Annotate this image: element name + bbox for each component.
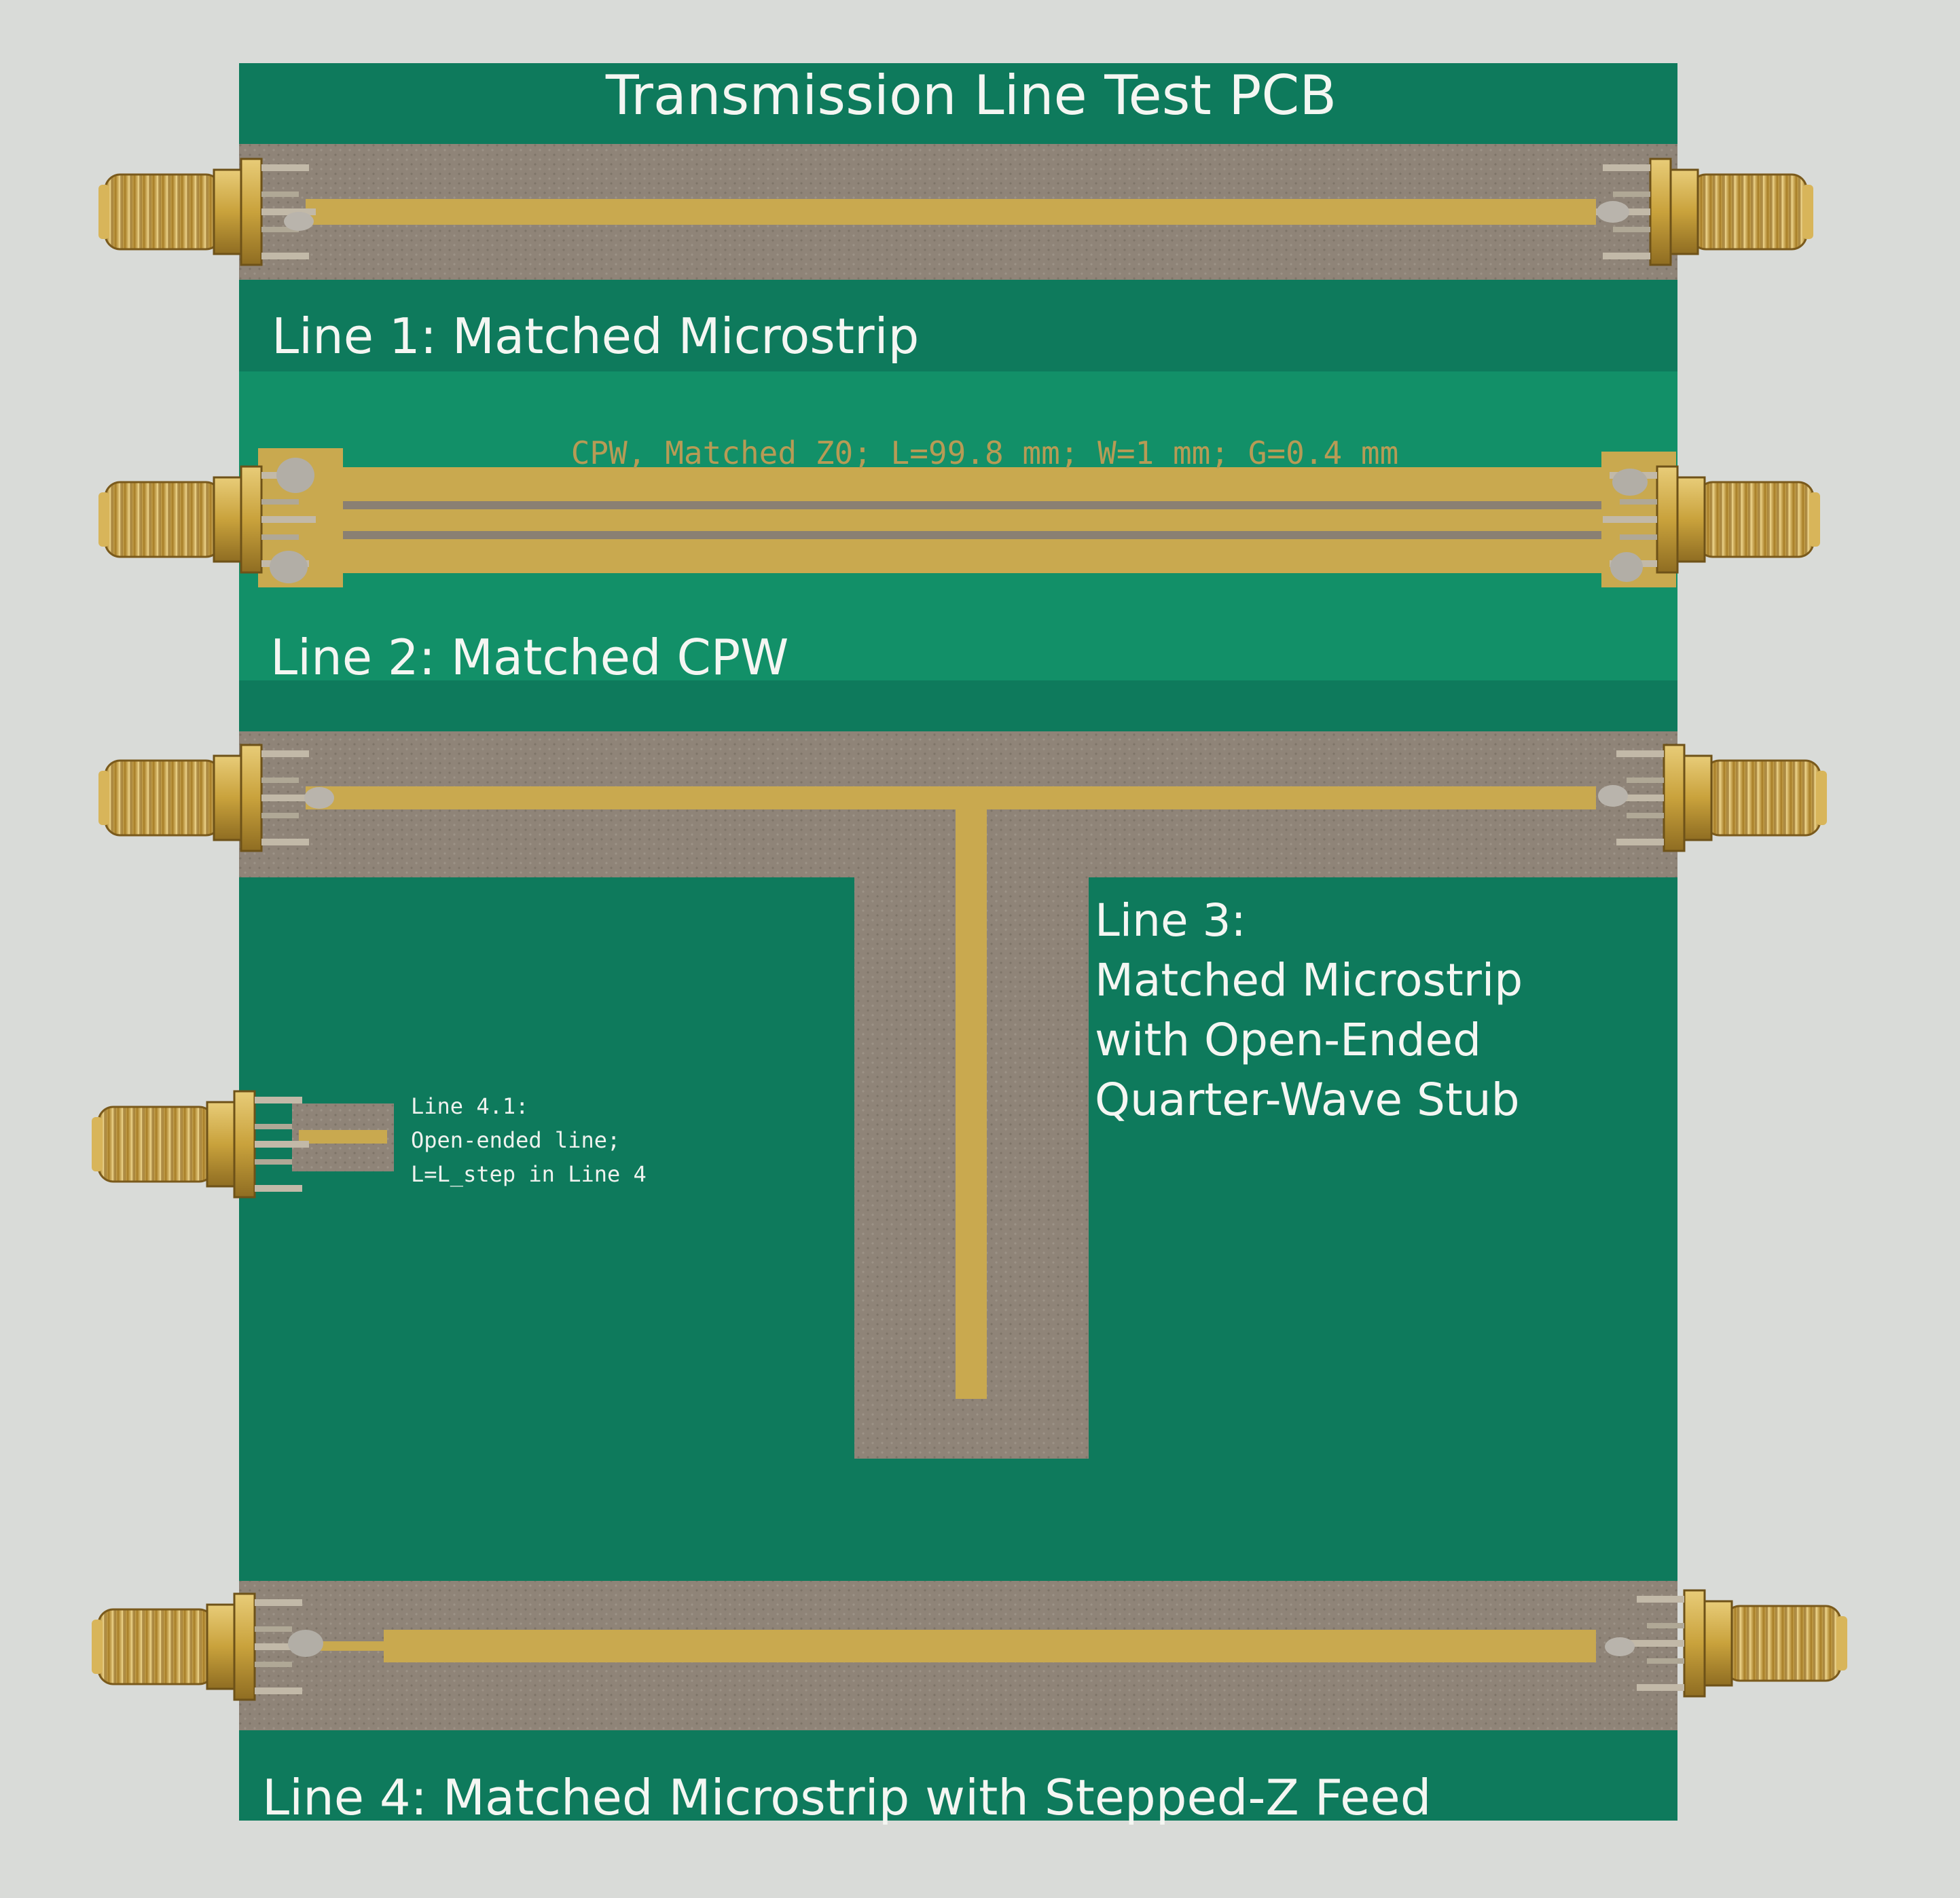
line4-narrow-feed-right <box>1521 1639 1596 1651</box>
cpw-ground-bottom <box>309 539 1620 573</box>
line1-label: Line 1: Matched Microstrip <box>272 308 919 365</box>
line41-trace <box>299 1130 387 1144</box>
line3-label-line2: Matched Microstrip <box>1095 954 1523 1006</box>
cpw-center-trace <box>309 509 1620 531</box>
board-title: Transmission Line Test PCB <box>605 64 1337 127</box>
line41-label-line1: Line 4.1: <box>411 1093 528 1119</box>
line4-label: Line 4: Matched Microstrip with Stepped-… <box>262 1769 1431 1826</box>
line41-label-line2: Open-ended line; <box>411 1127 620 1153</box>
line41-label-line3: L=L_step in Line 4 <box>411 1161 647 1187</box>
line3-label-line3: with Open-Ended <box>1095 1014 1481 1066</box>
line1-trace <box>306 199 1596 225</box>
line3-stub <box>956 809 987 1399</box>
cpw-ground-top <box>309 467 1620 501</box>
line3-label-line1: Line 3: <box>1095 894 1246 947</box>
cpw-spec-label: CPW, Matched Z0; L=99.8 mm; W=1 mm; G=0.… <box>571 435 1399 471</box>
line3-trace <box>306 786 1596 809</box>
line3-label: Line 3: Matched Microstrip with Open-End… <box>1095 894 1523 1126</box>
line41-label: Line 4.1: Open-ended line; L=L_step in L… <box>411 1093 647 1187</box>
line4-trace <box>384 1630 1596 1662</box>
line3-label-line4: Quarter-Wave Stub <box>1095 1074 1520 1126</box>
line4-narrow-feed <box>306 1641 387 1651</box>
line2-label: Line 2: Matched CPW <box>270 629 788 686</box>
